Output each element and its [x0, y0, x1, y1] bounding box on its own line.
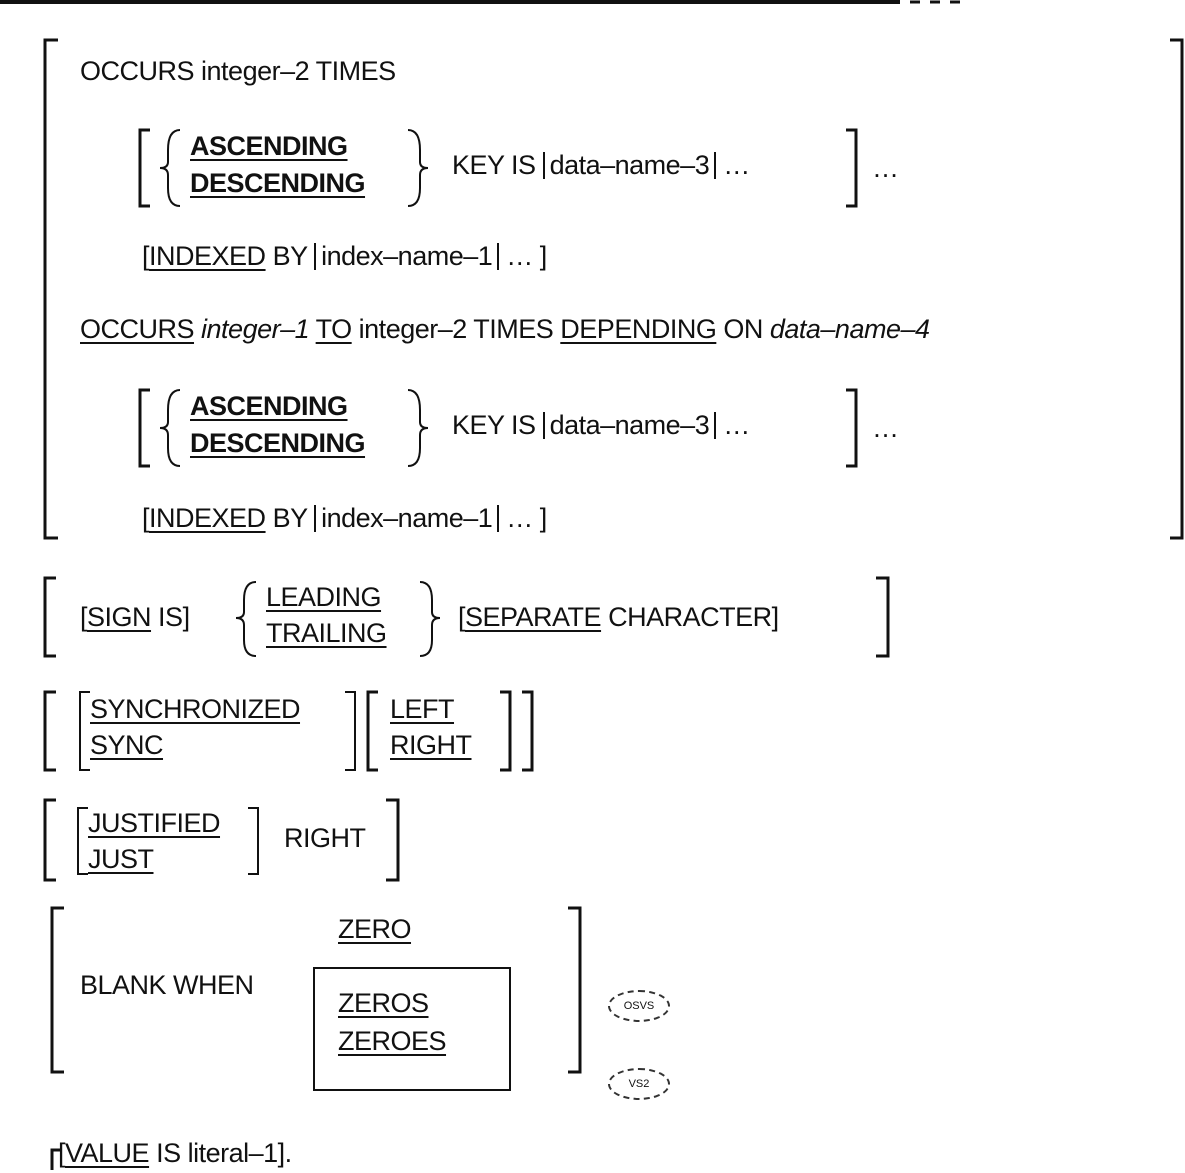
kw-trailing: TRAILING	[266, 618, 387, 648]
kw-on: ON	[723, 314, 763, 344]
key1-dots: …	[723, 150, 750, 180]
kw-sign-is: IS	[158, 602, 183, 632]
kw-zeroes: ZEROES	[338, 1026, 447, 1056]
key1-data-name: data–name–3	[542, 152, 717, 179]
kw-indexed: INDEXED	[149, 241, 266, 271]
key2-key-is: KEY IS	[452, 410, 536, 440]
occurs-fixed-params: integer–2 TIMES	[201, 56, 396, 86]
kw-zeros: ZEROS	[338, 988, 429, 1018]
key1-phrase: KEY IS data–name–3 …	[452, 152, 750, 179]
kw-synchronized: SYNCHRONIZED	[90, 694, 301, 724]
value-line: [VALUE IS literal–1].	[58, 1138, 292, 1168]
idx2-line: [INDEXED BY index–name–1 … ]	[142, 503, 547, 533]
kw-indexed-2: INDEXED	[149, 503, 266, 533]
blank-when: BLANK WHEN	[80, 970, 254, 1000]
occurs-var-int1: integer–1	[201, 314, 310, 344]
key2-dots: …	[723, 410, 750, 440]
kw-just: JUST	[88, 844, 154, 874]
occurs-fixed-line: OCCURS integer–2 TIMES	[80, 58, 396, 85]
key2-data-name: data–name–3	[542, 412, 717, 439]
key1-key-is: KEY IS	[452, 150, 536, 180]
key1-ascending: ASCENDING	[190, 131, 348, 161]
idx1-dots: …	[506, 241, 533, 271]
key2-ascending: ASCENDING	[190, 391, 348, 421]
kw-just-right: RIGHT	[284, 823, 366, 853]
kw-by: BY	[272, 241, 308, 271]
note-osvs: OSVS	[608, 990, 670, 1022]
sign-separate: [SEPARATE CHARACTER]	[458, 602, 779, 632]
idx1-line: [INDEXED BY index–name–1 … ]	[142, 241, 547, 271]
value-literal: literal–1	[187, 1138, 279, 1168]
occurs-var-int2: integer–2 TIMES	[358, 314, 554, 344]
kw-sync: SYNC	[90, 730, 164, 760]
kw-occurs-var: OCCURS	[80, 314, 195, 344]
kw-justified: JUSTIFIED	[88, 808, 221, 838]
key1-descending: DESCENDING	[190, 168, 366, 198]
kw-value-is: IS	[156, 1138, 181, 1168]
kw-value: VALUE	[65, 1138, 150, 1168]
key2-phrase: KEY IS data–name–3 …	[452, 412, 750, 439]
kw-leading: LEADING	[266, 582, 382, 612]
kw-left: LEFT	[390, 694, 455, 724]
key2-tail: …	[872, 413, 899, 443]
kw-character: CHARACTER	[608, 602, 772, 632]
kw-occurs: OCCURS	[80, 56, 195, 86]
kw-sign: SIGN	[87, 602, 152, 632]
key1-tail: …	[872, 153, 899, 183]
idx2-index-name: index–name–1	[314, 505, 500, 532]
idx1-index-name: index–name–1	[314, 243, 500, 270]
kw-depending: DEPENDING	[560, 314, 717, 344]
idx2-dots: …	[506, 503, 533, 533]
occurs-var-line: OCCURS integer–1 TO integer–2 TIMES DEPE…	[80, 316, 930, 343]
kw-zero: ZERO	[338, 914, 412, 944]
kw-sync-right: RIGHT	[390, 730, 472, 760]
kw-to: TO	[315, 314, 353, 344]
sign-is: [SIGN IS]	[80, 602, 190, 632]
kw-by-2: BY	[272, 503, 308, 533]
kw-separate: SEPARATE	[465, 602, 602, 632]
occurs-var-data-name: data–name–4	[769, 314, 930, 344]
key2-descending: DESCENDING	[190, 428, 366, 458]
note-vs2: VS2	[608, 1068, 670, 1100]
